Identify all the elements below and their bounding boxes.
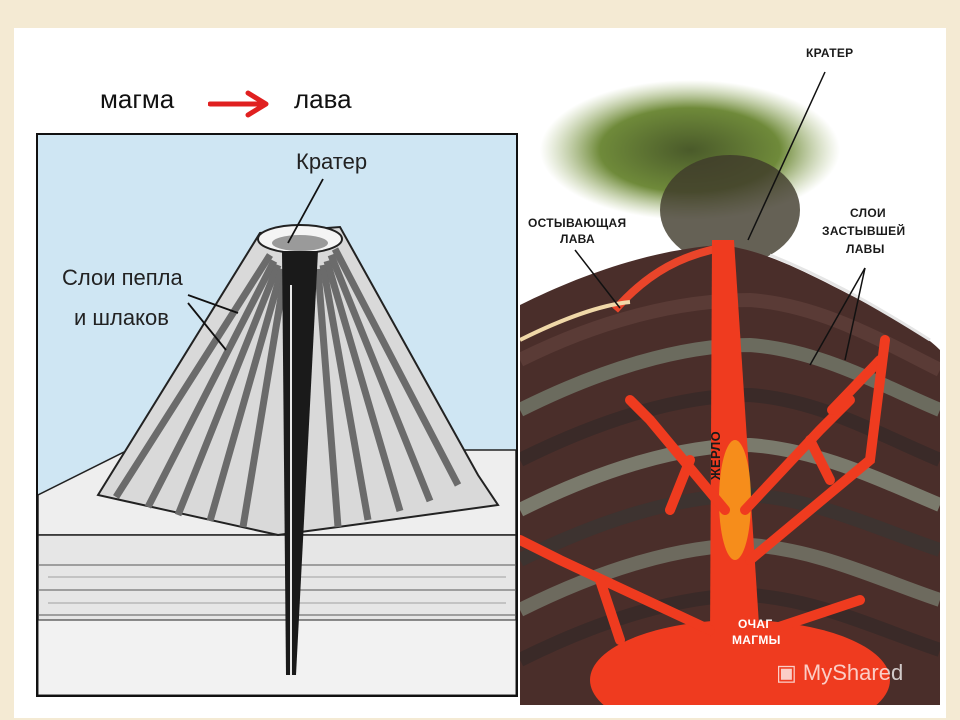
vent-label: ЖЕРЛО	[708, 430, 723, 480]
lava-volcano-drawing	[520, 71, 940, 705]
crater-label-left: Кратер	[296, 149, 368, 174]
stratovolcano-drawing	[38, 135, 516, 695]
solid-lava-layers-label-line3: ЛАВЫ	[846, 242, 885, 256]
word-lava: лава	[294, 84, 352, 114]
red-arrow-icon	[208, 90, 269, 118]
erupting-volcano-illustration: КРАТЕР ОСТЫВАЮЩАЯ ЛАВА СЛОИ ЗАСТЫВШЕЙ ЛА…	[520, 40, 940, 705]
ash-layers-label-line2: и шлаков	[74, 305, 169, 330]
cooling-lava-label-line1: ОСТЫВАЮЩАЯ	[528, 216, 627, 230]
volcano-cross-section-panel: Кратер Слои пепла и шлаков	[36, 133, 518, 697]
solid-lava-layers-label-line2: ЗАСТЫВШЕЙ	[822, 224, 906, 238]
presentation-icon: ▣	[776, 660, 803, 685]
cooling-lava-label-line2: ЛАВА	[560, 232, 596, 246]
myshared-watermark: ▣ MyShared	[776, 660, 903, 686]
magma-chamber-label-line1: ОЧАГ	[738, 617, 773, 631]
magma-chamber-label-line2: МАГМЫ	[732, 633, 781, 647]
word-magma: магма	[100, 84, 175, 114]
watermark-text: MyShared	[802, 660, 904, 685]
solid-lava-layers-label-line1: СЛОИ	[850, 206, 886, 220]
crater-label-right: КРАТЕР	[806, 46, 854, 60]
ash-layers-label-line1: Слои пепла	[62, 265, 183, 290]
